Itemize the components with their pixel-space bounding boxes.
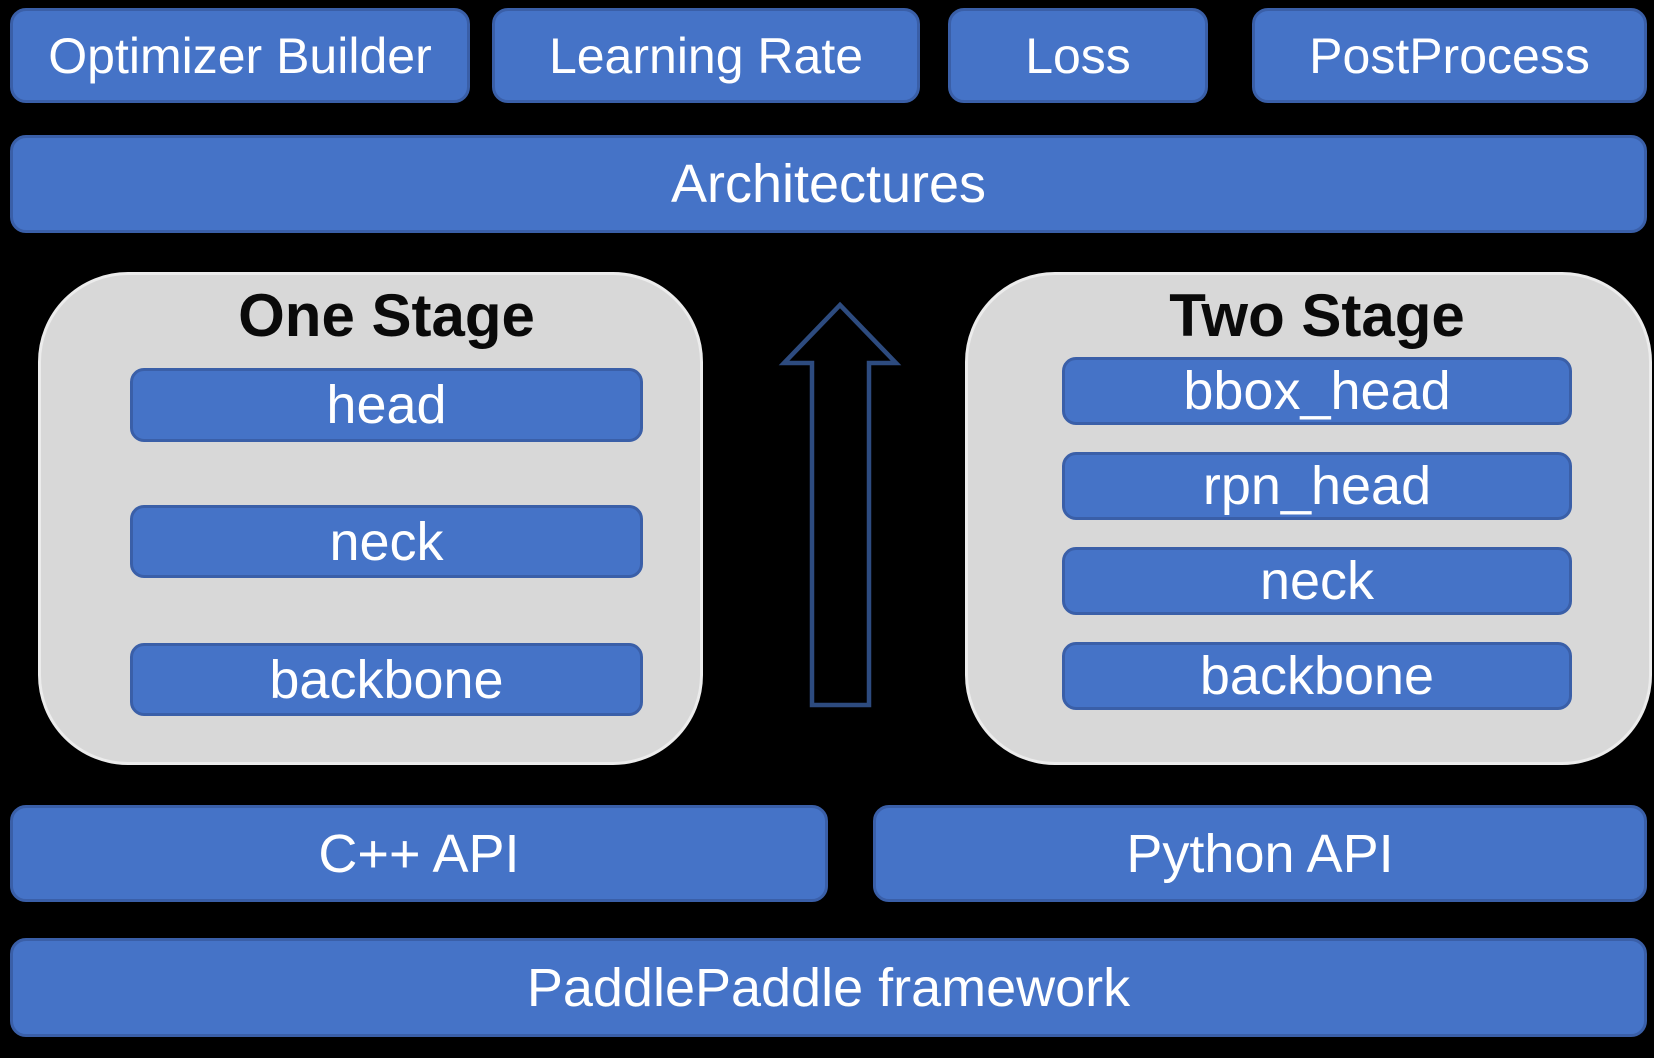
paddlepaddle-framework-bar: PaddlePaddle framework: [10, 938, 1647, 1037]
cpp-api-bar: C++ API: [10, 805, 828, 902]
optimizer-builder-box: Optimizer Builder: [10, 8, 470, 103]
up-arrow-icon: [778, 301, 902, 708]
postprocess-box: PostProcess: [1252, 8, 1647, 103]
one-stage-title: One Stage: [238, 282, 535, 349]
two-stage-rpn-head-bar: rpn_head: [1062, 452, 1572, 520]
one-stage-backbone-bar: backbone: [130, 643, 643, 716]
two-stage-title: Two Stage: [1169, 282, 1465, 349]
two-stage-backbone-bar: backbone: [1062, 642, 1572, 710]
two-stage-neck-bar: neck: [1062, 547, 1572, 615]
loss-box: Loss: [948, 8, 1208, 103]
one-stage-head-bar: head: [130, 368, 643, 442]
learning-rate-box: Learning Rate: [492, 8, 920, 103]
two-stage-bbox-head-bar: bbox_head: [1062, 357, 1572, 425]
one-stage-neck-bar: neck: [130, 505, 643, 578]
python-api-bar: Python API: [873, 805, 1647, 902]
architectures-bar: Architectures: [10, 135, 1647, 233]
